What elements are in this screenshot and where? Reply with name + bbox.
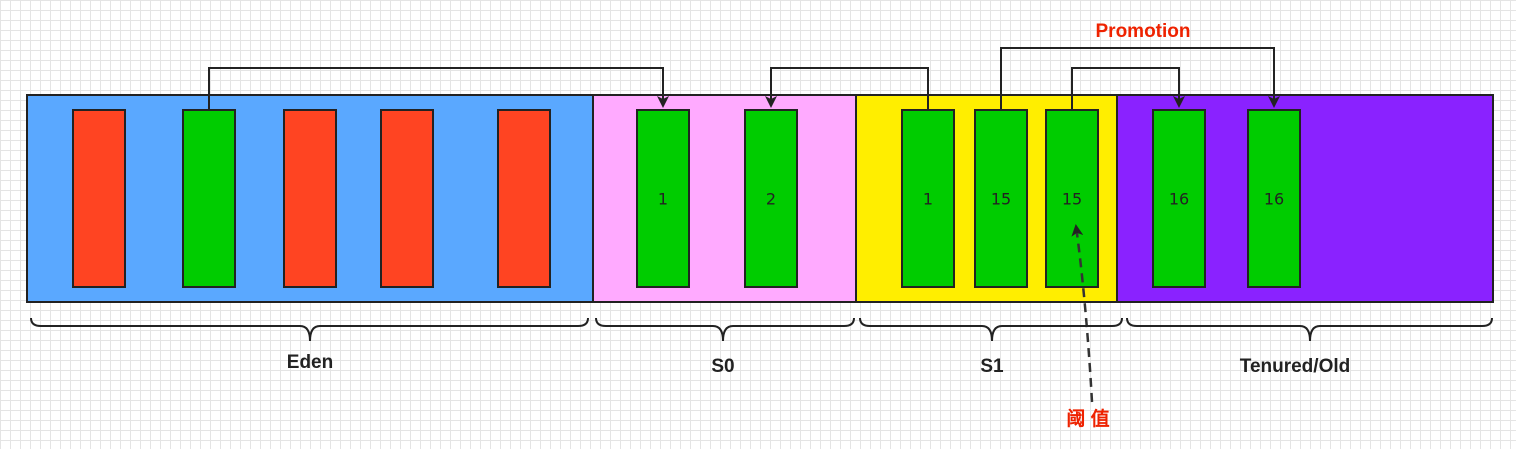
- s0-live-object-1: [636, 109, 690, 288]
- promotion-arrow-outer: [1000, 47, 1280, 110]
- eden-to-s0-arrow: [208, 67, 669, 110]
- s0-label: S0: [711, 356, 734, 377]
- tenured-live-object-2: [1247, 109, 1301, 288]
- eden-dead-object-3: [283, 109, 337, 288]
- s1-object-age-1: 1: [923, 190, 933, 209]
- tenured-live-object-1: [1152, 109, 1206, 288]
- promotion-label: Promotion: [1096, 21, 1191, 42]
- s1-live-object-3: [1045, 109, 1099, 288]
- s0-live-object-2: [744, 109, 798, 288]
- s1-brace: [859, 317, 1123, 342]
- s1-objects: 1 15 15: [901, 109, 1099, 288]
- eden-dead-object-1: [72, 109, 126, 288]
- s1-label: S1: [980, 356, 1004, 377]
- s0-object-age-1: 1: [658, 190, 668, 209]
- eden-dead-object-5: [497, 109, 551, 288]
- tenured-object-age-2: 16: [1264, 190, 1284, 209]
- eden-dead-object-4: [380, 109, 434, 288]
- eden-objects: [72, 109, 551, 288]
- s0-brace: [595, 317, 855, 342]
- s1-object-age-3: 15: [1062, 190, 1082, 209]
- threshold-arrow: [1071, 224, 1094, 403]
- threshold-label: 阈 值: [1066, 407, 1109, 430]
- eden-label: Eden: [287, 352, 333, 373]
- tenured-label: Tenured/Old: [1240, 356, 1350, 377]
- promotion-arrow-inner: [1071, 67, 1185, 110]
- s1-to-s0-arrow: [765, 67, 929, 110]
- tenured-brace: [1126, 317, 1493, 342]
- s1-live-object-1: [901, 109, 955, 288]
- s0-region: [592, 94, 857, 303]
- eden-live-object-2: [182, 109, 236, 288]
- eden-brace: [30, 317, 589, 342]
- s0-object-age-2: 2: [766, 190, 776, 209]
- tenured-object-age-1: 16: [1169, 190, 1189, 209]
- s1-object-age-2: 15: [991, 190, 1011, 209]
